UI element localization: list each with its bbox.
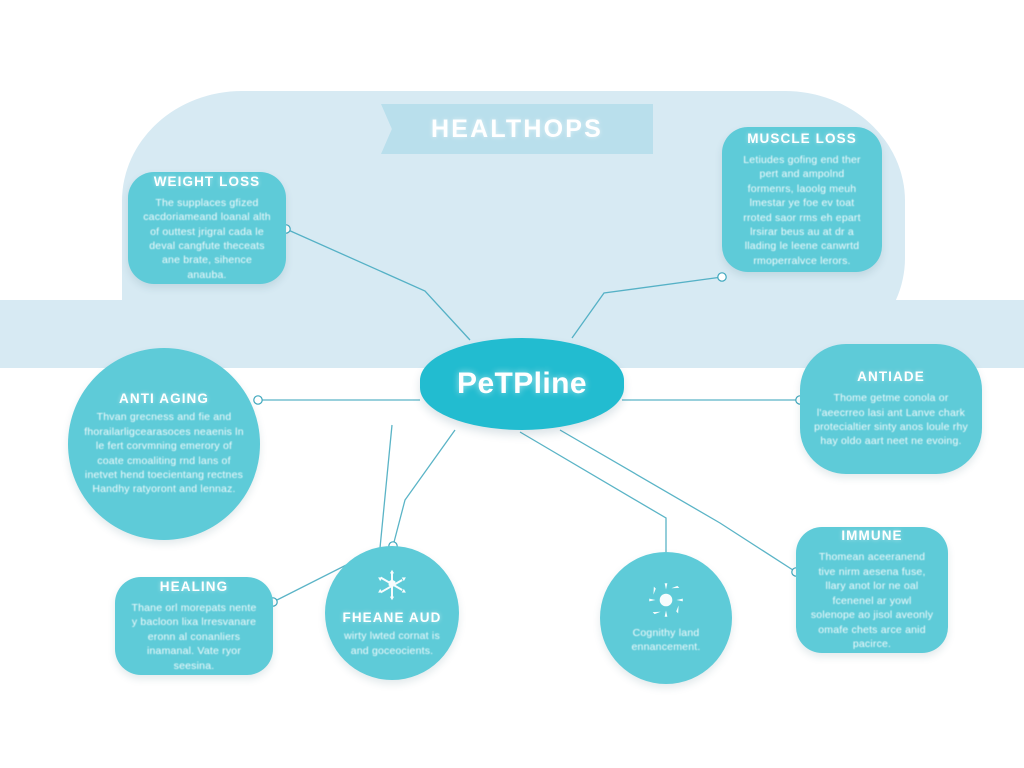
node-antiade-title: ANTIADE — [857, 369, 925, 385]
node-healing-body: Thane orl morepats nente y bacloon lixa … — [131, 601, 257, 672]
node-muscle-loss-title: MUSCLE LOSS — [747, 130, 857, 146]
node-enhance-aid[interactable]: FHEANE AUD wirty lwted cornat is and goc… — [325, 546, 459, 680]
node-antiade[interactable]: ANTIADE Thome getme conola or l'aeecrreo… — [800, 344, 982, 474]
node-weight-loss[interactable]: WEIGHT LOSS The supplaces gfized cacdori… — [128, 172, 286, 284]
node-healing[interactable]: HEALING Thane orl morepats nente y baclo… — [115, 577, 273, 675]
node-cognitive-body: Cognithy land ennancement. — [631, 626, 701, 653]
node-immune-title: IMMUNE — [841, 528, 903, 544]
edge-cognitive — [519, 431, 667, 552]
node-weight-loss-title: WEIGHT LOSS — [153, 173, 261, 189]
node-immune-body: Thomean aceeranend tive nirm aesena fuse… — [810, 551, 934, 651]
edge-immune — [559, 429, 797, 573]
node-muscle-loss[interactable]: MUSCLE LOSS Letiudes gofing end ther per… — [722, 127, 882, 272]
node-weight-loss-body: The supplaces gfized cacdoriameand loana… — [143, 196, 271, 281]
header-banner: HEALTHOPS — [381, 104, 653, 154]
node-enhance-aid-body: wirty lwted cornat is and goceocients. — [344, 630, 440, 657]
node-anti-aging-body: Thvan grecness and fie and fhorailarligc… — [84, 411, 244, 496]
node-anti-aging[interactable]: ANTI AGING Thvan grecness and fie and fh… — [68, 348, 260, 540]
node-immune[interactable]: IMMUNE Thomean aceeranend tive nirm aese… — [796, 527, 948, 653]
node-anti-aging-title: ANTI AGING — [119, 391, 209, 407]
central-node-label: PeTPline — [457, 367, 587, 400]
central-node[interactable]: PeTPline — [420, 338, 624, 430]
snowflake-icon — [375, 568, 409, 602]
node-muscle-loss-body: Letiudes gofing end ther pert and ampoln… — [743, 153, 861, 267]
node-healing-title: HEALING — [159, 578, 229, 594]
node-enhance-aid-title: FHEANE AUD — [342, 610, 442, 626]
node-antiade-body: Thome getme conola or l'aeecrreo lasi an… — [814, 392, 968, 448]
page-title: HEALTHOPS — [430, 114, 604, 143]
node-cognitive[interactable]: Cognithy land ennancement. — [600, 552, 732, 684]
sun-icon — [648, 582, 684, 618]
edge-dot-anti-aging — [253, 395, 263, 405]
edge-enhance-aid — [392, 429, 456, 547]
